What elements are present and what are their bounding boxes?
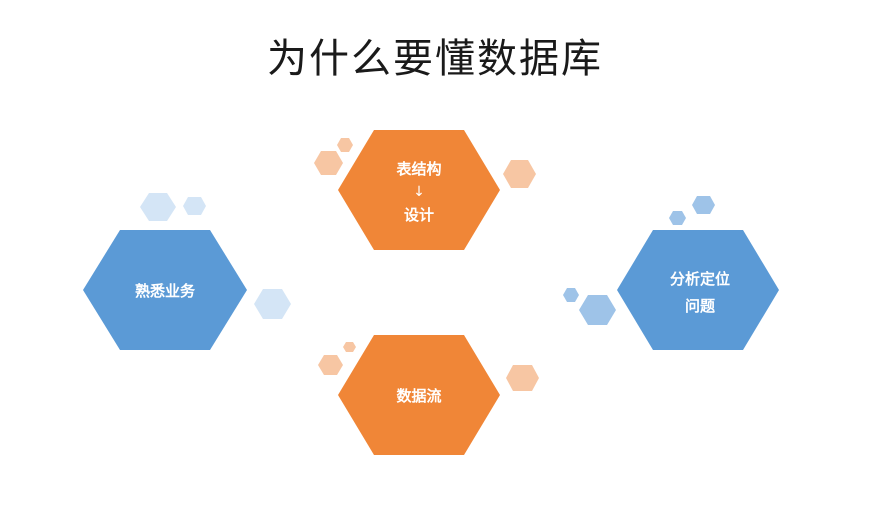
- decor-hexagon: [254, 289, 291, 319]
- node-schema: 表结构 ↓ 设计: [338, 130, 500, 250]
- hexagon-schema: [338, 130, 500, 250]
- decor-hexagon: [183, 197, 206, 215]
- decor-hexagon: [318, 355, 343, 375]
- node-analysis-label-line1: 分析定位: [670, 270, 730, 288]
- node-schema-label-top: 表结构: [396, 160, 441, 178]
- node-business: 熟悉业务: [83, 230, 247, 350]
- hexagon-dataflow: [338, 335, 500, 455]
- node-dataflow-label: 数据流: [396, 387, 441, 405]
- node-schema-arrow: ↓: [413, 184, 425, 200]
- decor-hexagon: [506, 365, 539, 391]
- decor-hexagon: [343, 342, 356, 352]
- node-analysis-label-line2: 问题: [685, 297, 716, 315]
- decor-hexagon: [692, 196, 715, 214]
- decor-hexagon: [669, 211, 686, 225]
- node-business-label: 熟悉业务: [135, 282, 196, 300]
- decor-hexagon: [579, 295, 616, 325]
- node-schema-label-bottom: 设计: [404, 206, 434, 224]
- page-title: 为什么要懂数据库: [267, 36, 603, 82]
- decor-hexagon: [563, 288, 579, 302]
- decor-hexagon: [337, 138, 353, 152]
- decor-hexagon: [503, 160, 536, 188]
- decor-hexagon: [314, 151, 343, 175]
- decor-hexagon: [140, 193, 176, 221]
- hexagon-business: [83, 230, 247, 350]
- node-analysis: 分析定位 问题: [617, 230, 779, 350]
- node-dataflow: 数据流: [338, 335, 500, 455]
- hexagon-analysis: [617, 230, 779, 350]
